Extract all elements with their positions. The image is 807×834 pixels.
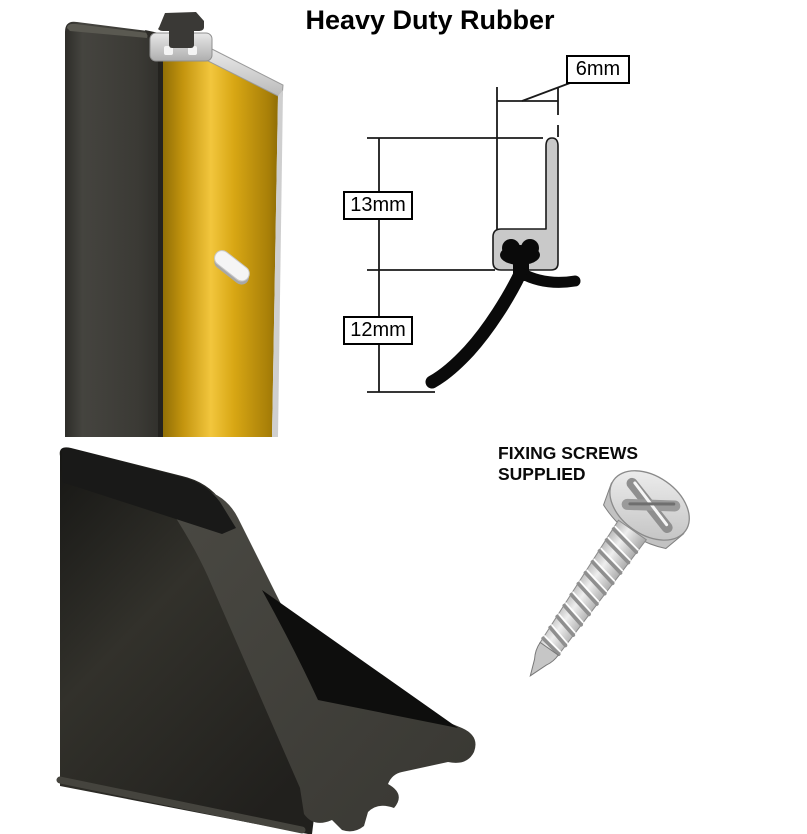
screw-slot xyxy=(214,250,250,285)
cross-section-diagram xyxy=(367,82,581,393)
closeup-fin-top xyxy=(262,590,458,728)
fixing-screw-render xyxy=(529,470,690,677)
seal-product-render xyxy=(65,12,284,437)
diagram-rubber-profile xyxy=(425,239,581,389)
aluminium-right-edge xyxy=(272,90,283,437)
gold-strip-face xyxy=(162,52,278,437)
dimension-label-width: 6mm xyxy=(566,55,630,84)
rubber-t-bar xyxy=(158,12,204,31)
screw-threads xyxy=(541,525,639,657)
rubber-flap-face xyxy=(65,21,162,437)
seam-shadow xyxy=(158,46,163,437)
closeup-section-face xyxy=(172,488,476,832)
screw xyxy=(529,470,690,677)
rubber-profile-closeup xyxy=(56,447,476,834)
clip-socket-slot-right xyxy=(188,46,197,55)
fixing-screws-line1: FIXING SCREWS xyxy=(498,443,639,463)
phillips-recess xyxy=(621,477,681,533)
closeup-top-face xyxy=(61,448,236,534)
page-title: Heavy Duty Rubber xyxy=(305,5,555,35)
fixing-screws-line2: SUPPLIED xyxy=(498,464,586,484)
closeup-bottom-edge xyxy=(56,776,306,834)
clip-socket-slot-left xyxy=(164,46,173,55)
dimension-lines xyxy=(367,82,571,393)
diagram-metal-carrier xyxy=(492,137,559,271)
dimension-label-lower-height: 12mm xyxy=(343,316,413,345)
closeup-body xyxy=(59,447,320,834)
fixing-screws-note: FIXING SCREWS SUPPLIED xyxy=(498,443,688,485)
rubber-flap-top-edge xyxy=(67,23,148,38)
screw-tip xyxy=(529,641,559,677)
dimension-label-upper-height: 13mm xyxy=(343,191,413,220)
